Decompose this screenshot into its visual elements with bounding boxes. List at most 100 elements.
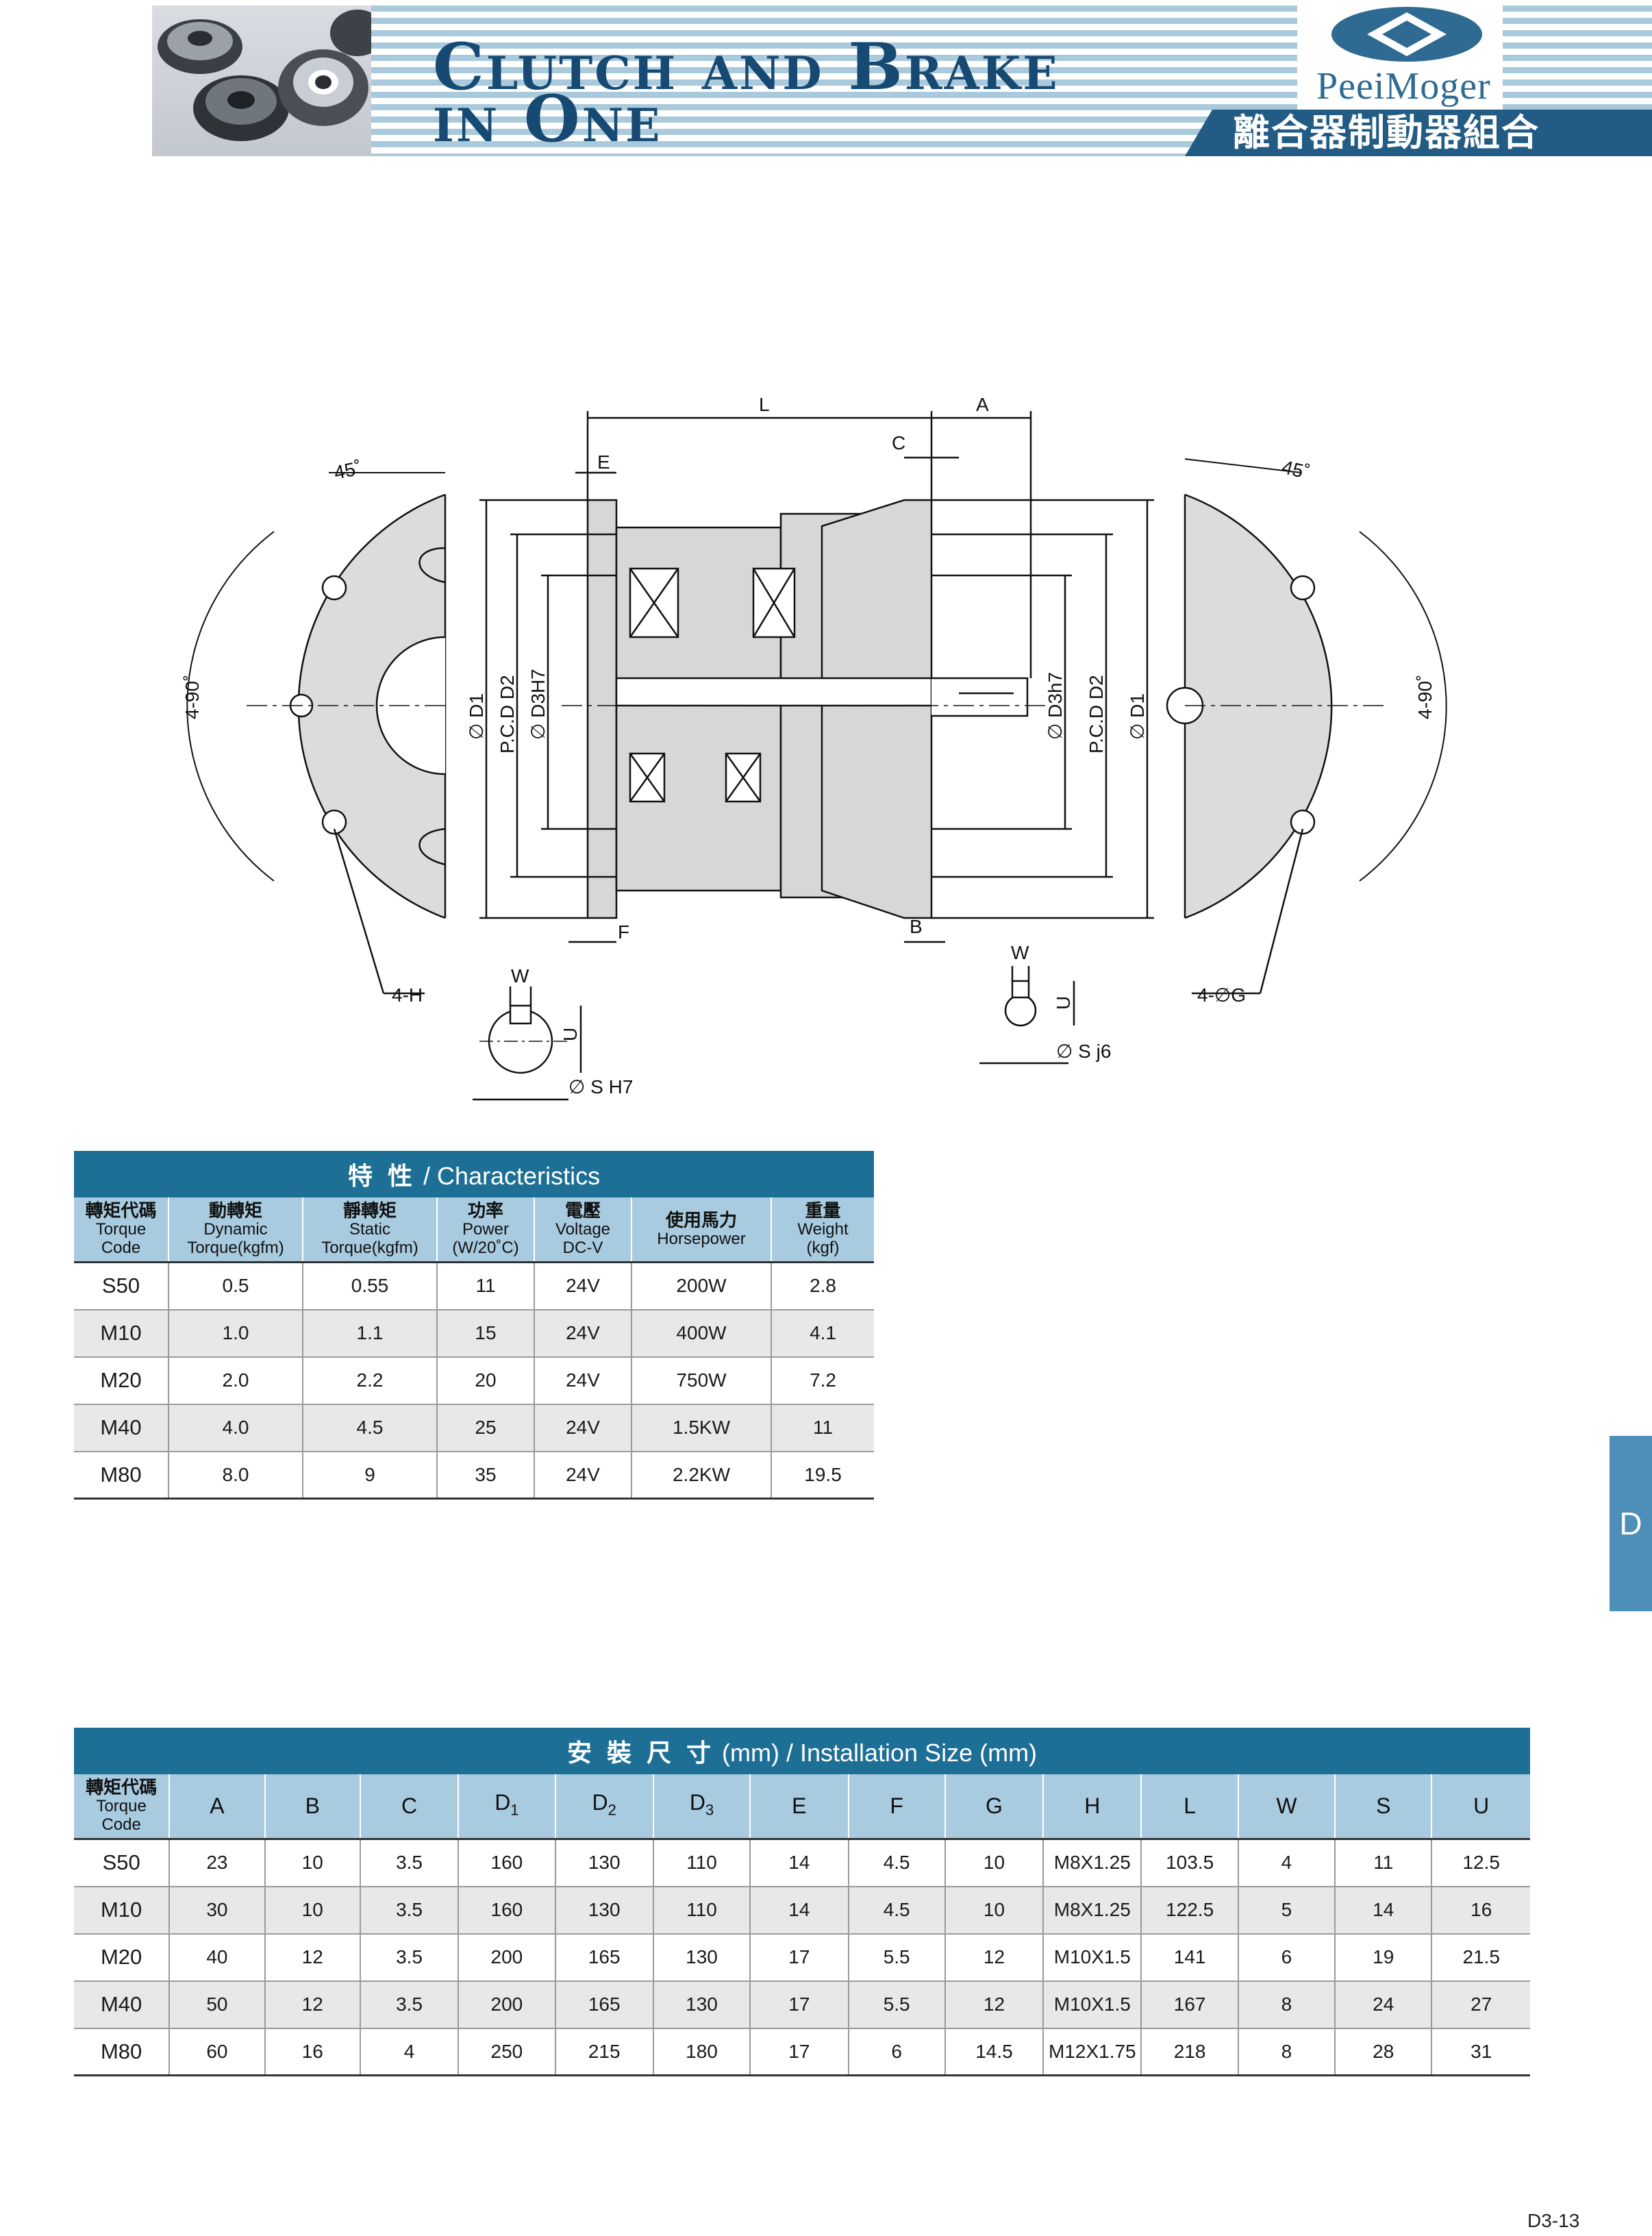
table-cell: 0.5 [168,1261,303,1310]
table-cell: 5 [1237,1886,1336,1935]
table-cell: 400W [631,1309,771,1358]
table-cell: 30 [168,1886,265,1935]
table-cell: 1.0 [168,1309,303,1358]
page-subtitle-cn: 離合器制動器組合 [1185,110,1652,156]
table-cell: 7.2 [770,1356,875,1405]
column-header: L [1140,1774,1238,1839]
column-header-en: Code [101,1815,141,1834]
torque-code-cell: M20 [74,1933,170,1982]
dim-label-D1-right: ∅ D1 [1127,693,1148,740]
column-header: W [1237,1774,1336,1839]
table-cell: 4.1 [770,1309,875,1358]
table-cell: 5.5 [847,1933,945,1982]
table-cell: 110 [652,1886,751,1935]
table-cell: 60 [168,2028,265,2076]
table-cell: 110 [652,1838,751,1887]
torque-code-cell: S50 [74,1261,168,1310]
table-cell: 21.5 [1431,1933,1530,1982]
dim-label-F: F [618,921,629,943]
page-number: D3-13 [1527,2210,1580,2231]
dim-label-D3H7: ∅ D3H7 [527,669,549,740]
table-cell: 4 [359,2028,459,2076]
torque-code-cell: M40 [74,1404,168,1452]
column-header: D1 [458,1774,555,1839]
dim-label-PCD-left: P.C.D D2 [497,675,518,754]
table-cell: 24V [534,1356,631,1405]
column-header-cn: 靜轉矩 [342,1200,397,1221]
dim-label-D1-left: ∅ D1 [466,693,487,740]
table-cell: 23 [168,1838,265,1887]
table-cell: 19.5 [770,1451,875,1500]
column-header: D2 [554,1774,653,1839]
table-cell: 5.5 [847,1980,945,2029]
dimension-diagram: L A C E F B 45˚ 45˚ 4-90˚ 4-90˚ ∅ D1 P.C… [182,394,1447,1101]
brand-logo [1297,0,1503,110]
brand-diamond-icon [1331,7,1482,62]
column-header-en: Torque [96,1797,147,1815]
dim-label-C: C [892,432,905,454]
column-header-en: Horsepower [657,1229,746,1248]
table-cell: 50 [168,1980,265,2029]
table-cell: 200W [631,1261,771,1310]
dim-label-4-G: 4-∅G [1197,984,1246,1006]
section-tab[interactable]: D [1610,1436,1652,1611]
table-cell: 218 [1140,2028,1238,2076]
table-cell: 12 [264,1980,360,2029]
torque-code-cell: S50 [74,1838,170,1887]
column-header-en-unit: (W/20˚C) [452,1239,519,1257]
table-cell: 1.5KW [631,1404,771,1452]
table-cell: 27 [1431,1980,1530,2029]
table-cell: 8 [1237,2028,1336,2076]
table-cell: 4.5 [847,1886,945,1935]
table-cell: 4 [1237,1838,1336,1887]
column-header: F [847,1774,945,1839]
table-cell: 8 [1237,1980,1336,2029]
table-cell: 130 [652,1980,751,2029]
table-cell: 10 [264,1886,360,1935]
column-header-en-unit: (kgf) [806,1239,840,1257]
dim-label-L: L [759,394,770,415]
table-cell: 1.1 [302,1309,437,1358]
table-cell: 250 [458,2028,555,2076]
table-cell: 6 [1237,1933,1336,1982]
table-cell: 14 [1334,1886,1432,1935]
dim-label-4-H: 4-H [392,984,423,1006]
table-cell: 215 [554,2028,653,2076]
table-cell: 16 [264,2028,360,2076]
table-cell: 17 [749,1980,849,2029]
table-cell: 24V [534,1404,631,1452]
table-cell: 11 [1334,1838,1432,1887]
table-cell: 28 [1334,2028,1432,2076]
column-header-en: Dynamic [203,1220,268,1239]
table-cell: 3.5 [359,1838,459,1887]
table-cell: 12 [944,1933,1044,1982]
column-header: D3 [652,1774,751,1839]
table-cell: 2.8 [770,1261,875,1310]
table-cell: 8.0 [168,1451,303,1500]
table-cell: 6 [847,2028,945,2076]
dim-label-W-left: W [511,965,529,986]
table-cell: 3.5 [359,1933,459,1982]
table-cell: 24 [1334,1980,1432,2029]
table-cell: 130 [554,1886,653,1935]
installation-size-title: 安 裝 尺 寸 (mm) / Installation Size (mm) [74,1728,1530,1774]
table-cell: 11 [770,1404,875,1452]
column-header: A [168,1774,265,1839]
table-cell: 4.5 [847,1838,945,1887]
torque-code-cell: M40 [74,1980,170,2029]
